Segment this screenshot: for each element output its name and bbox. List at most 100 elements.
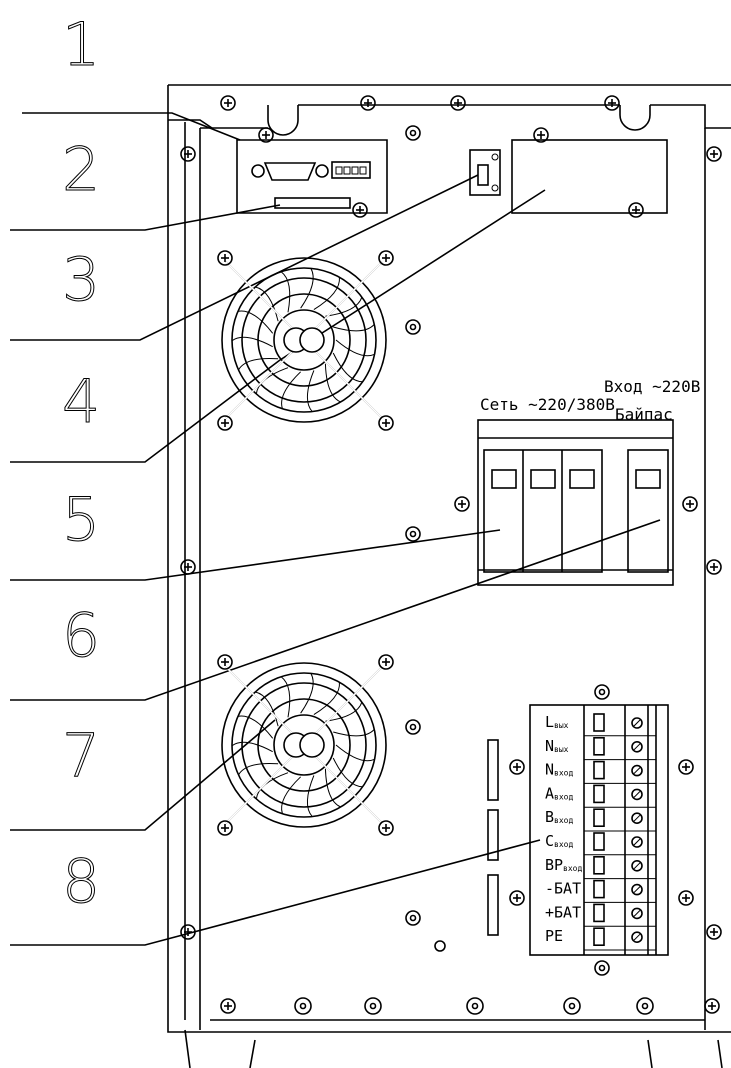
phillips-screw-icon [217,415,233,431]
phillips-screw-icon [378,415,394,431]
mains-label: Сеть ~220/380В [480,395,615,414]
terminal-sublabel: вход [554,840,573,849]
phillips-screw-icon [378,250,394,266]
leader-7 [10,719,276,831]
terminal-sublabel: вход [563,864,582,873]
terminal-label: -БАТ [545,880,581,898]
terminal-label: L [545,713,554,731]
phillips-screw-icon [217,820,233,836]
terminal-label: C [545,832,554,850]
leader-lines [10,112,661,946]
fan-icon [221,662,387,828]
callout-5: 5 [62,485,100,555]
phillips-screw-icon [628,202,644,218]
cabinet [167,84,731,1068]
mounting-hole [594,684,610,700]
mounting-hole [466,997,484,1015]
callout-4: 4 [62,367,100,437]
phillips-screw-icon [180,146,196,162]
phillips-screw-icon [180,924,196,940]
callout-3: 3 [62,245,100,315]
phillips-screw-icon [220,998,236,1014]
screws [180,95,722,1014]
callout-2: 2 [62,135,100,205]
mounting-hole [405,910,421,926]
phillips-screw-icon [378,820,394,836]
fan-icon [221,257,387,423]
phillips-screw-icon [378,654,394,670]
phillips-screw-icon [509,890,525,906]
terminal-row: PE [545,927,656,951]
phillips-screw-icon [180,559,196,575]
phillips-screw-icon [706,146,722,162]
terminal-label: N [545,737,554,755]
mounting-hole [364,997,382,1015]
leader-4 [10,189,546,463]
breaker-block [477,419,674,586]
callout-8: 8 [62,847,100,917]
terminal-label: +БАТ [545,903,581,921]
input-label: Вход ~220В [604,377,700,396]
leader-2 [10,204,281,231]
phillips-screw-icon [220,95,236,111]
phillips-screw-icon [509,759,525,775]
mounting-hole [405,125,421,141]
communication-module [236,139,388,214]
phillips-screw-icon [704,998,720,1014]
leader-3 [10,174,479,341]
terminal-label: N [545,761,554,779]
mounting-hole [563,997,581,1015]
leader-5 [10,529,501,581]
phillips-screw-icon [706,924,722,940]
mounting-holes [294,125,654,1015]
terminal-sublabel: вход [554,792,573,801]
terminal-label: PE [545,927,563,945]
snmp-slot [511,139,668,214]
bypass-label: Байпас [615,405,673,424]
phillips-screw-icon [352,202,368,218]
leader-8 [10,839,541,946]
mounting-hole [594,960,610,976]
leader-1 [22,112,241,141]
phillips-screw-icon [706,559,722,575]
epo-connector [469,149,501,196]
callout-7: 7 [62,721,100,791]
leader-6 [10,519,661,701]
phillips-screw-icon [217,654,233,670]
phillips-screw-icon [258,127,274,143]
terminal-label: BP [545,856,563,874]
phillips-screw-icon [604,95,620,111]
mounting-hole [405,526,421,542]
terminal-sublabel: вых [554,745,569,754]
terminal-sublabel: вход [554,769,573,778]
terminal-label: A [545,784,554,802]
phillips-screw-icon [450,95,466,111]
mounting-hole [405,319,421,335]
fans [221,257,387,828]
callout-6: 6 [62,601,100,671]
phillips-screw-icon [678,759,694,775]
mounting-hole [294,997,312,1015]
callout-1: 1 [62,10,100,80]
mounting-hole [636,997,654,1015]
phillips-screw-icon [533,127,549,143]
terminal-row: -БАТ [545,880,656,903]
terminal-sublabel: вход [554,816,573,825]
terminal-strip [487,704,669,956]
ground-hole [434,940,446,952]
terminal-sublabel: вых [554,721,569,730]
terminal-row: +БАТ [545,903,656,927]
phillips-screw-icon [360,95,376,111]
phillips-screw-icon [682,496,698,512]
callout-numbers: 1 2 3 4 5 6 7 8 [62,10,101,918]
